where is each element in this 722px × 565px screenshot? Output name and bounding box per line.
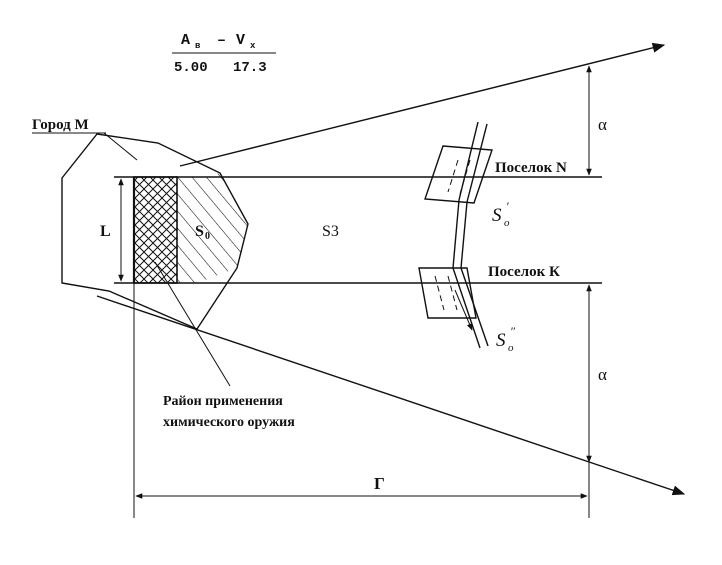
svg-text:′: ′: [506, 199, 509, 213]
zone-area-label: S3: [322, 223, 339, 240]
settlement-k-label: Поселок К: [488, 264, 560, 280]
source-area-label: S 0: [195, 223, 210, 242]
svg-text:o: o: [504, 217, 510, 229]
settlement-n-street-1: [447, 159, 459, 193]
formula-numerator-sep: –: [217, 32, 226, 49]
settlement-n-block: [424, 145, 493, 204]
weapon-area-leader: [154, 261, 231, 387]
road-middle-left: [452, 199, 460, 269]
road-n-right: [466, 123, 488, 203]
svg-text:0: 0: [205, 231, 210, 242]
svg-text:S: S: [492, 205, 502, 226]
upper-ray: [179, 42, 666, 167]
formula-denominator-right: 17.3: [233, 60, 267, 76]
settlement-k-street-1: [434, 275, 445, 311]
settlement-n-street-2: [459, 159, 471, 195]
formula-denominator-left: 5.00: [174, 60, 208, 76]
settlement-n: [424, 121, 493, 204]
settlement-k-block: [418, 267, 477, 319]
chemical-weapon-area: [133, 176, 178, 284]
settlement-n-label: Поселок N: [495, 160, 567, 176]
settlement-n-area-label: S o ′: [492, 199, 510, 229]
settlement-k-street-2: [447, 275, 458, 311]
svg-text:S: S: [195, 223, 204, 240]
road-k-left: [452, 267, 481, 349]
alpha-bottom-label: α: [598, 365, 607, 384]
formula-numerator-left: A: [181, 32, 190, 49]
settlement-k: [418, 267, 489, 349]
formula-numerator-right: V: [236, 32, 245, 49]
lower-ray: [96, 295, 686, 496]
weapon-area-label-line1: Район применения: [163, 394, 283, 409]
formula-numerator-left-sub: в: [195, 41, 200, 51]
settlement-k-area-label: S o ″: [496, 324, 516, 354]
svg-text:S: S: [496, 330, 506, 351]
formula: A в – V х 5.00 17.3: [172, 32, 276, 76]
source-area-hatch: [177, 173, 248, 283]
width-label: L: [100, 223, 111, 240]
distance-label: Г: [374, 474, 385, 493]
svg-text:o: o: [508, 342, 514, 354]
alpha-top-label: α: [598, 115, 607, 134]
city-label: Город М: [32, 117, 89, 133]
formula-numerator-right-sub: х: [250, 41, 256, 51]
road-k-direction-arrow: [454, 289, 473, 331]
weapon-area-label-line2: химического оружия: [163, 415, 295, 430]
svg-text:″: ″: [510, 324, 516, 338]
road-n-left: [458, 121, 479, 201]
city-leader: [103, 132, 138, 161]
road-middle-right: [460, 201, 468, 269]
road-k-right: [460, 267, 489, 347]
